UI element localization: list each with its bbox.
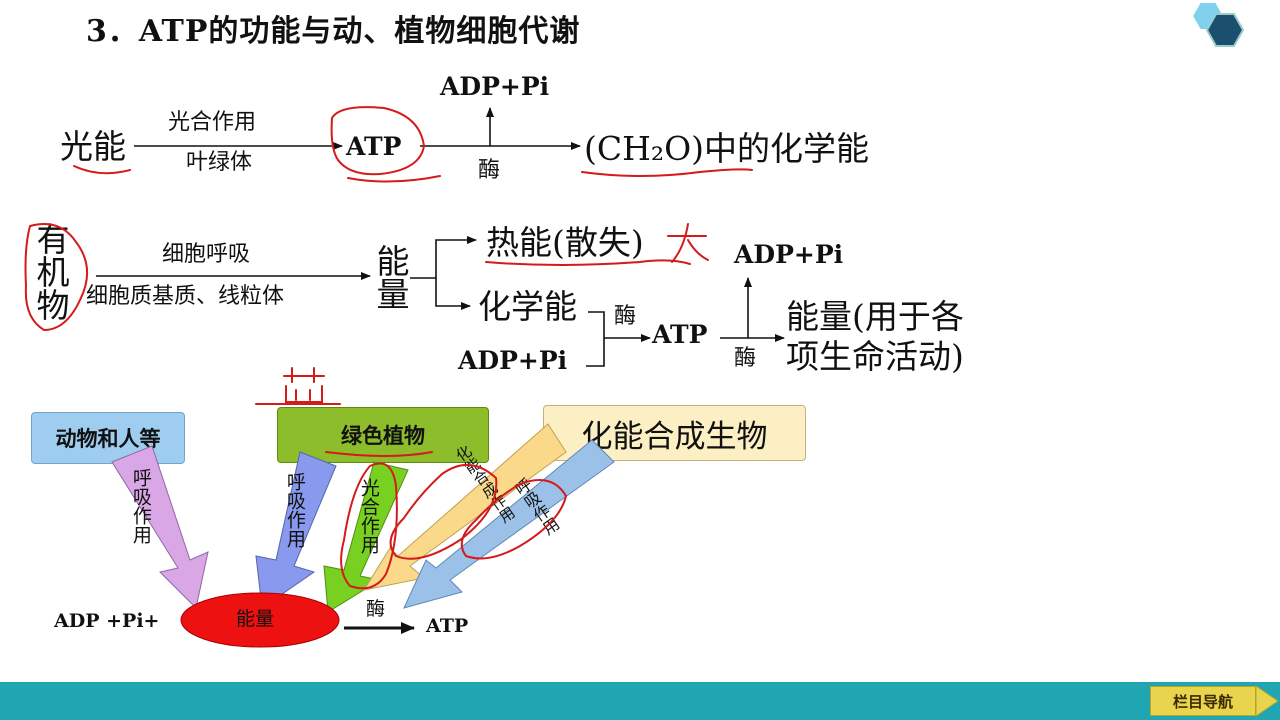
page-title: 3．ATP的功能与动、植物细胞代谢 (86, 14, 581, 49)
respiration-label-animals: 呼吸作用 (129, 468, 152, 544)
animals-box: 动物和人等 (31, 412, 185, 464)
cell-respiration-label: 细胞呼吸 (162, 242, 251, 267)
enzyme-label-row2b: 酶 (734, 346, 757, 371)
adp-pi-input-label: ADP+Pi (458, 346, 568, 375)
enzyme-label-row1: 酶 (478, 158, 501, 183)
adp-pi-label-row1: ADP+Pi (440, 72, 550, 101)
organic-matter-label: 有机物 (31, 222, 70, 321)
enzyme-label-row2a: 酶 (614, 304, 637, 329)
energy-use-line2: 项生命活动) (786, 337, 964, 376)
photosynthesis-label: 光合作用 (168, 110, 257, 135)
cytoplasm-mitochondria-label: 细胞质基质、线粒体 (86, 284, 285, 309)
adp-pi-figure-label: ADP +Pi+ (54, 610, 160, 632)
chloroplast-label: 叶绿体 (186, 150, 253, 175)
chemical-energy-label: 化学能 (478, 287, 577, 326)
energy-label-row2: 能量 (371, 244, 410, 310)
section-navigation-button[interactable]: 栏目导航 (1150, 686, 1256, 716)
energy-ellipse-label: 能量 (236, 608, 275, 630)
respiration-label-plants: 呼吸作用 (283, 472, 306, 548)
atp-figure-label: ATP (426, 615, 469, 637)
carbohydrate-chem-energy-label: (CH₂O)中的化学能 (584, 129, 870, 168)
atp-label-row2: ATP (652, 320, 708, 349)
energy-use-line1: 能量(用于各 (786, 297, 964, 336)
photosynthesis-label-plants: 光合作用 (357, 478, 380, 554)
heat-energy-label: 热能(散失) (486, 223, 644, 262)
light-energy-label: 光能 (60, 127, 126, 166)
footer-bar (0, 682, 1280, 720)
adp-pi-label-row2: ADP+Pi (734, 240, 844, 269)
enzyme-figure-label: 酶 (366, 598, 386, 620)
respiration-label-chemo: 呼吸作用 (509, 475, 562, 539)
atp-label-row1: ATP (346, 132, 402, 161)
chemosynthetic-organisms-box: 化能合成生物 (543, 405, 806, 461)
